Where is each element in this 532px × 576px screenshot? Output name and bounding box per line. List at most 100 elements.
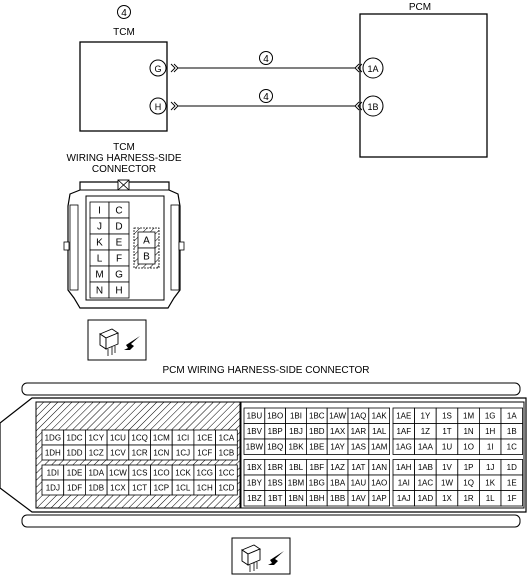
- tcm-pin-j: J: [89, 217, 110, 235]
- pcm-pin-1aa-label: 1AA: [418, 443, 434, 452]
- pcm-pin-1db-label: 1DB: [88, 483, 104, 492]
- pcm-pin-1cg: 1CG: [193, 464, 216, 481]
- pcm-pin-1bs-label: 1BS: [268, 479, 283, 488]
- pcm-pin-1y-label: 1Y: [421, 412, 431, 421]
- pcm-pin-1bf: 1BF: [305, 459, 328, 476]
- pcm-pin-1ao: 1AO: [368, 474, 390, 491]
- pcm-pin-1a-label: 1A: [367, 64, 378, 74]
- pcm-pin-1al-label: 1AL: [372, 427, 387, 436]
- pcm-pin-1dd: 1DD: [63, 444, 86, 461]
- tcm-pin-inner-b: B: [137, 247, 156, 265]
- pcm-pin-1bq-label: 1BQ: [267, 443, 283, 452]
- pcm-pin-1w-label: 1W: [441, 479, 453, 488]
- pcm-pin-1cn: 1CN: [150, 444, 173, 461]
- tcm-pin-inner-b-label: B: [143, 252, 150, 263]
- pcm-pin-1bf-label: 1BF: [309, 463, 324, 472]
- pcm-pin-1m: 1M: [457, 407, 480, 424]
- pcm-pin-1cx-label: 1CX: [110, 483, 126, 492]
- pcm-pin-1p: 1P: [457, 459, 480, 476]
- pcm-pin-1da: 1DA: [85, 464, 108, 481]
- pcm-pin-1de-label: 1DE: [67, 468, 83, 477]
- pcm-pin-1cp-label: 1CP: [154, 483, 170, 492]
- pcm-pin-1af-label: 1AF: [396, 427, 411, 436]
- pcm-pin-1t: 1T: [435, 423, 459, 440]
- pcm-pin-1y: 1Y: [414, 407, 437, 424]
- pcm-pin-1cj-label: 1CJ: [176, 448, 190, 457]
- pcm-pin-1l: 1L: [478, 490, 502, 507]
- tcm-pin-l: L: [89, 249, 110, 267]
- pcm-pin-1aa: 1AA: [414, 438, 437, 455]
- tcm-pin-i: I: [89, 201, 110, 219]
- pcm-pin-1dj: 1DJ: [41, 479, 65, 496]
- pcm-pin-1b: [362, 95, 384, 117]
- pcm-pin-1cn-label: 1CN: [153, 448, 169, 457]
- tcm-pin-i-label: I: [98, 206, 101, 217]
- pcm-pin-1am-label: 1AM: [371, 443, 388, 452]
- tcm-connector-title-3: CONNECTOR: [92, 164, 156, 175]
- pcm-pin-1o: 1O: [457, 438, 480, 455]
- pcm-pin-1cs-label: 1CS: [132, 468, 148, 477]
- pcm-pin-1g-label: 1G: [485, 412, 496, 421]
- pcm-pin-1ci-label: 1CI: [177, 433, 189, 442]
- pcm-pin-1b: 1B: [500, 423, 524, 440]
- pcm-pin-1ar: 1AR: [347, 423, 370, 440]
- pcm-label: PCM: [409, 2, 431, 13]
- tcm-pin-h: H: [108, 281, 130, 299]
- pcm-pin-1ap: 1AP: [368, 490, 390, 507]
- pcm-pin-1bo: 1BO: [264, 407, 286, 424]
- pcm-pin-1cc: 1CC: [215, 464, 238, 481]
- pcm-pin-1ci: 1CI: [171, 429, 195, 446]
- pcm-pin-1bu: 1BU: [243, 407, 266, 424]
- pcm-pin-1bb-label: 1BB: [330, 494, 345, 503]
- pcm-pin-1by: 1BY: [243, 474, 266, 491]
- pcm-pin-1ah-label: 1AH: [396, 463, 412, 472]
- pcm-pin-1dc: 1DC: [63, 429, 86, 446]
- pcm-pin-1cu-label: 1CU: [110, 433, 126, 442]
- pcm-pin-1al: 1AL: [368, 423, 390, 440]
- pcm-pin-1cv-label: 1CV: [110, 448, 126, 457]
- pcm-pin-1c-label: 1C: [507, 443, 517, 452]
- pcm-pin-1bi-label: 1BI: [290, 412, 302, 421]
- pcm-pin-1cp: 1CP: [150, 479, 173, 496]
- tcm-note-number: 4: [121, 8, 127, 19]
- tcm-pin-e-label: E: [116, 238, 123, 249]
- pcm-pin-1p-label: 1P: [464, 463, 474, 472]
- pcm-pin-1bp-label: 1BP: [268, 427, 283, 436]
- pcm-pin-1dd-label: 1DD: [67, 448, 83, 457]
- tcm-pin-j-label: J: [97, 222, 102, 233]
- pcm-pin-1b-label: 1B: [507, 427, 517, 436]
- pcm-pin-1u-label: 1U: [442, 443, 452, 452]
- pcm-pin-1ca: 1CA: [215, 429, 238, 446]
- pcm-pin-1co: 1CO: [150, 464, 173, 481]
- pcm-pin-1at-label: 1AT: [351, 463, 365, 472]
- pcm-pin-1bh-label: 1BH: [309, 494, 325, 503]
- pcm-pin-1ak-label: 1AK: [372, 412, 388, 421]
- pcm-pin-1v-label: 1V: [442, 463, 452, 472]
- pcm-pin-1z: 1Z: [414, 423, 437, 440]
- pcm-pin-1az: 1AZ: [326, 459, 349, 476]
- pcm-pin-1an-label: 1AN: [371, 463, 387, 472]
- pcm-pin-1bm-label: 1BM: [288, 479, 305, 488]
- pcm-pin-1i-label: 1I: [487, 443, 494, 452]
- pcm-pin-1bp: 1BP: [264, 423, 286, 440]
- pcm-pin-1cr-label: 1CR: [132, 448, 148, 457]
- pcm-pin-1ct-label: 1CT: [132, 483, 147, 492]
- pcm-pin-1ah: 1AH: [392, 459, 416, 476]
- pcm-pin-1bn-label: 1BN: [288, 494, 304, 503]
- pcm-pin-1o-label: 1O: [463, 443, 474, 452]
- pcm-pin-1dg-label: 1DG: [45, 433, 61, 442]
- pcm-pin-1cq-label: 1CQ: [131, 433, 147, 442]
- pcm-pin-1ac: 1AC: [414, 474, 437, 491]
- pcm-pin-1cv: 1CV: [106, 444, 130, 461]
- pcm-pin-1bl: 1BL: [285, 459, 307, 476]
- pcm-pin-1as-label: 1AS: [351, 443, 366, 452]
- tcm-pin-h-label: H: [155, 102, 162, 112]
- pcm-pin-1de: 1DE: [63, 464, 86, 481]
- pcm-pin-1by-label: 1BY: [247, 479, 263, 488]
- pcm-pin-1dj-label: 1DJ: [46, 483, 60, 492]
- pcm-pin-1aq: 1AQ: [347, 407, 370, 424]
- pcm-pin-1ch-label: 1CH: [197, 483, 213, 492]
- pcm-pin-1bg: 1BG: [305, 474, 328, 491]
- pcm-pin-1ai: 1AI: [392, 474, 416, 491]
- pcm-pin-1ax: 1AX: [326, 423, 349, 440]
